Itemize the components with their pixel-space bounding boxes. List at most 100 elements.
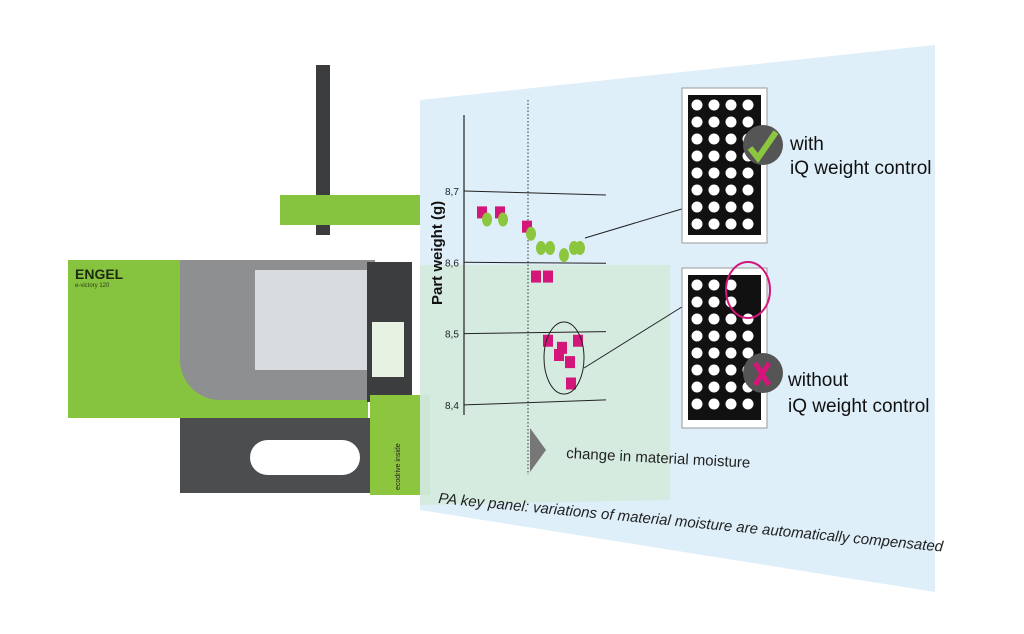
y-axis-label: Part weight (g) xyxy=(429,201,446,305)
gridline xyxy=(463,331,607,335)
point-without-control xyxy=(557,341,567,354)
part-hole xyxy=(725,364,737,376)
part-hole xyxy=(708,150,720,162)
point-with-control xyxy=(498,212,508,227)
part-hole xyxy=(708,330,720,342)
part-hole xyxy=(691,381,703,393)
gridline xyxy=(463,261,607,264)
part-hole xyxy=(691,133,703,145)
part-hole xyxy=(708,279,720,291)
part-hole xyxy=(708,347,720,359)
part-hole xyxy=(708,364,720,376)
point-with-control xyxy=(575,241,585,256)
part-hole xyxy=(708,398,720,410)
y-tick-label: 8,7 xyxy=(445,187,459,198)
connector-without xyxy=(583,304,686,369)
point-with-control xyxy=(545,241,555,256)
robot-beam xyxy=(280,195,420,225)
with-label-2: iQ weight control xyxy=(790,158,932,179)
part-hole xyxy=(725,381,737,393)
part-hole xyxy=(708,184,720,196)
defect-highlight xyxy=(725,261,771,319)
part-hole xyxy=(725,150,737,162)
part-hole xyxy=(708,218,720,230)
point-without-control xyxy=(566,377,576,390)
part-hole xyxy=(742,398,754,410)
control-screen xyxy=(372,322,404,377)
part-hole xyxy=(725,184,737,196)
base-opening xyxy=(250,440,360,475)
part-hole xyxy=(691,218,703,230)
part-hole xyxy=(725,279,737,291)
without-label-2: iQ weight control xyxy=(788,396,930,417)
part-hole xyxy=(708,133,720,145)
part-hole xyxy=(725,218,737,230)
point-with-control xyxy=(536,241,546,256)
part-hole xyxy=(725,167,737,179)
point-without-control xyxy=(522,220,532,233)
part-hole xyxy=(725,116,737,128)
point-with-control xyxy=(482,212,492,227)
machine-window xyxy=(255,270,370,370)
cross-icon xyxy=(752,361,772,387)
part-without xyxy=(681,267,768,429)
check-icon xyxy=(747,130,779,164)
part-hole xyxy=(708,201,720,213)
model-label: e-victory 120 xyxy=(75,283,110,289)
part-hole xyxy=(742,218,754,230)
part-hole xyxy=(691,150,703,162)
part-hole xyxy=(691,330,703,342)
part-hole xyxy=(691,167,703,179)
part-hole xyxy=(742,116,754,128)
part-hole xyxy=(725,347,737,359)
point-without-control xyxy=(554,348,564,361)
part-hole xyxy=(725,201,737,213)
part-with xyxy=(681,87,768,244)
part-hole xyxy=(742,184,754,196)
part-hole xyxy=(691,347,703,359)
part-hole xyxy=(691,99,703,111)
part-hole xyxy=(742,330,754,342)
point-without-control xyxy=(565,356,575,369)
brand-logo: ENGEL xyxy=(75,266,124,282)
part-hole xyxy=(691,364,703,376)
part-hole xyxy=(725,313,737,325)
part-hole xyxy=(742,167,754,179)
part-hole xyxy=(708,296,720,308)
point-without-control xyxy=(477,206,487,219)
part-hole xyxy=(725,398,737,410)
arrow-icon xyxy=(530,428,546,472)
y-tick-label: 8,4 xyxy=(445,401,459,412)
part-hole xyxy=(708,116,720,128)
part-hole xyxy=(725,133,737,145)
part-hole xyxy=(708,381,720,393)
panel-machine-overlay xyxy=(420,265,670,505)
y-tick-label: 8,6 xyxy=(445,258,459,269)
part-hole xyxy=(708,313,720,325)
part-hole xyxy=(691,313,703,325)
gridline xyxy=(463,190,607,196)
point-with-control xyxy=(559,248,569,263)
part-hole xyxy=(742,201,754,213)
part-hole xyxy=(725,99,737,111)
deviation-ellipse xyxy=(543,321,585,395)
part-hole xyxy=(691,296,703,308)
y-tick-label: 8,5 xyxy=(445,330,459,341)
point-without-control xyxy=(573,334,583,347)
without-label-1: without xyxy=(787,370,849,391)
part-hole xyxy=(725,330,737,342)
part-hole xyxy=(691,116,703,128)
part-hole xyxy=(742,99,754,111)
part-hole xyxy=(691,279,703,291)
point-with-control xyxy=(526,226,536,241)
robot-arm xyxy=(316,65,330,235)
point-without-control xyxy=(531,270,541,283)
part-hole xyxy=(708,167,720,179)
part-hole xyxy=(691,398,703,410)
point-without-control xyxy=(543,334,553,347)
with-label-1: with xyxy=(789,134,824,155)
point-without-control xyxy=(543,270,553,283)
check-badge xyxy=(743,125,783,165)
connector-with xyxy=(584,207,686,239)
